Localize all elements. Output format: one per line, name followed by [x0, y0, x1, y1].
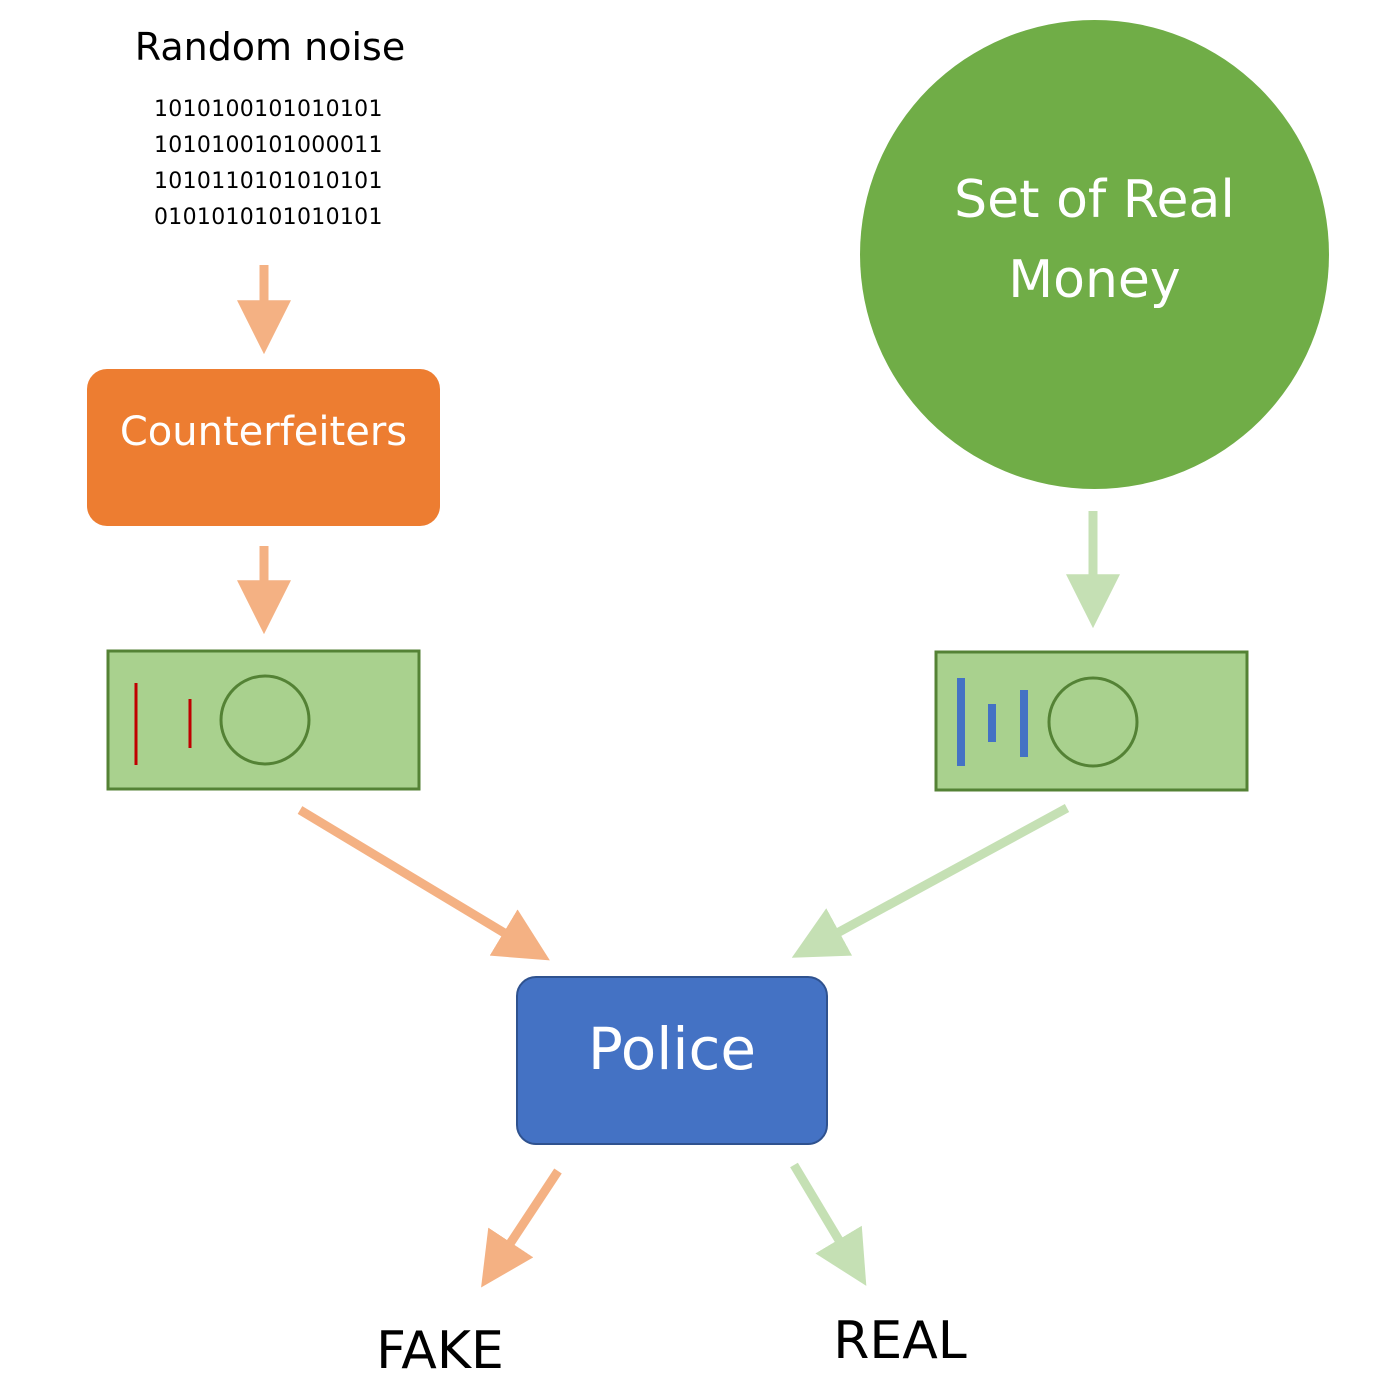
noise-bit-line: 1010100101010101: [154, 97, 383, 122]
arrow-police-to-fake: [481, 1168, 562, 1288]
arrow-police-to-real: [790, 1162, 867, 1286]
noise-bit-line: 1010110101010101: [154, 169, 383, 194]
real-bill-mark-long: [957, 678, 965, 766]
noise-bit-line: 0101010101010101: [154, 205, 383, 230]
noise-bit-line: 1010100101000011: [154, 133, 383, 158]
real-bill-mark-medium: [1020, 690, 1028, 757]
real-money-bill: [934, 650, 1249, 792]
real-money-node: Set of Real Money: [860, 20, 1329, 489]
fake-bill-seal: [219, 674, 311, 766]
arrow-real-bill-to-police: [791, 804, 1070, 958]
real-output-label: REAL: [833, 1311, 967, 1371]
random-noise-title: Random noise: [134, 25, 406, 69]
real-money-label: Set of Real Money: [954, 170, 1235, 310]
random-noise-bits: 1010100101010101 1010100101000011 101011…: [154, 92, 383, 236]
real-bill-seal: [1047, 676, 1139, 768]
counterfeiters-label: Counterfeiters: [119, 409, 408, 455]
fake-output-label: FAKE: [376, 1321, 504, 1381]
counterfeiters-node: Counterfeiters: [87, 369, 440, 526]
police-node: Police: [516, 976, 828, 1145]
fake-money-bill: [106, 649, 421, 791]
real-bill-mark-short: [988, 704, 996, 742]
police-label: Police: [587, 1015, 757, 1083]
arrow-fake-bill-to-police: [297, 806, 550, 961]
